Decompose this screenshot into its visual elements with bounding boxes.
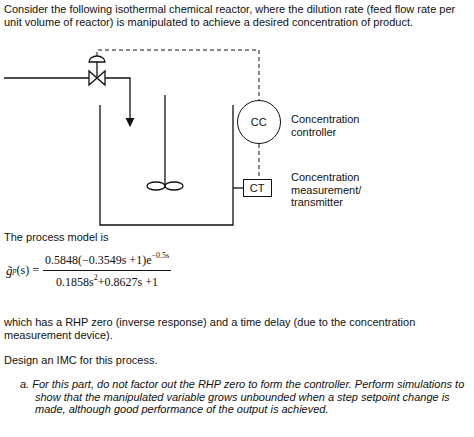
transmitter-box: CTConcentration measurement/ transmitter: [243, 179, 272, 197]
instrument-tag: CC: [251, 116, 267, 128]
instrument-tag: CT: [250, 182, 265, 194]
transfer-function: g̃p(s) =0.5848(−0.3549s +1)e−0.5s0.1858s…: [6, 251, 171, 290]
valve-stem: [96, 62, 97, 78]
impeller: [165, 182, 183, 190]
denominator: 0.1858s2+0.8627s +1: [54, 271, 160, 290]
equation-term: +0.8627s +1: [98, 275, 158, 289]
equation-term: (s) =: [17, 263, 39, 278]
equation-term: −0.5s: [151, 251, 169, 260]
equation-term: g̃: [6, 263, 13, 279]
paragraph-text: which has a RHP zero (inverse response) …: [4, 316, 470, 341]
agitator-shaft: [164, 95, 165, 186]
controller-circle: CCConcentration controller: [237, 100, 281, 144]
instrument-label: Concentration controller: [291, 113, 386, 138]
feed-line: [4, 77, 89, 78]
impeller: [147, 182, 165, 190]
question-text: a. For this part, do not factor out the …: [20, 378, 468, 416]
control-signal: [97, 50, 259, 100]
paragraph-text: Design an IMC for this process.: [4, 354, 404, 367]
feed-line: [105, 78, 130, 126]
sensor-tap: [233, 187, 243, 188]
equation-term: 0.1858s: [56, 275, 94, 289]
equation-term: p: [13, 266, 17, 275]
equation-term: 2: [94, 273, 98, 282]
paragraph-text: The process model is: [4, 231, 304, 244]
numerator: 0.5848(−0.3549s +1)e−0.5s: [43, 251, 171, 271]
fraction: 0.5848(−0.3549s +1)e−0.5s0.1858s2+0.8627…: [43, 251, 171, 290]
instrument-label: Concentration measurement/ transmitter: [291, 171, 376, 209]
equation-term: 0.5848(−0.3549s +1)e: [45, 253, 152, 267]
signal-line: [259, 144, 260, 179]
valve-actuator: [89, 56, 105, 62]
reactor-tank: [100, 105, 233, 225]
paragraph-text: Consider the following isothermal chemic…: [4, 3, 470, 28]
